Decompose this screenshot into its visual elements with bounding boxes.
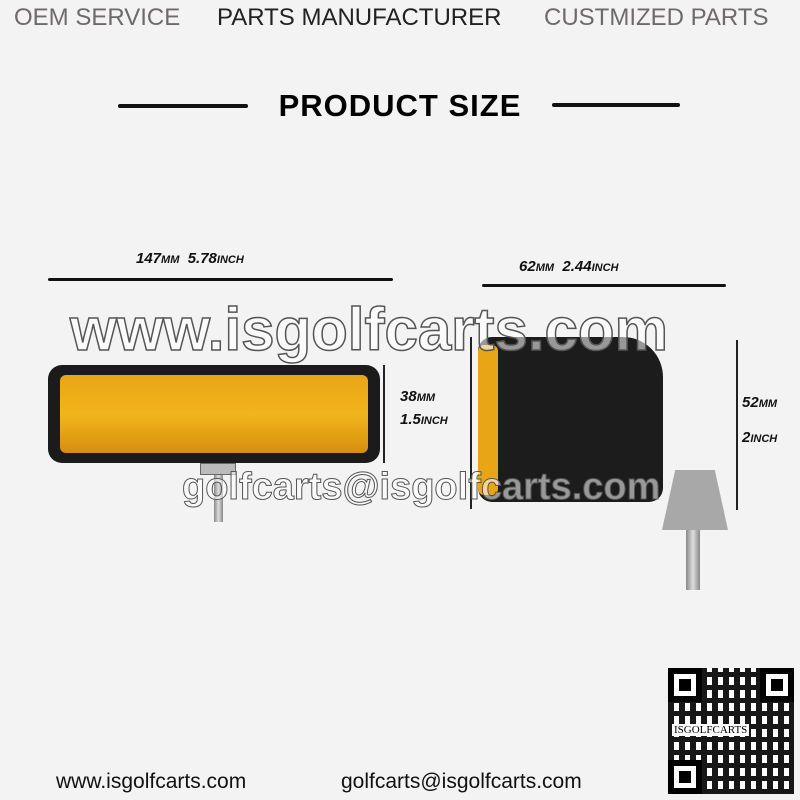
header-oem-service: OEM SERVICE [14, 4, 181, 31]
page-title: PRODUCT SIZE [278, 88, 522, 123]
amber-lens [60, 375, 368, 453]
depth-dimension-label: 62MM 2.44INCH [519, 258, 619, 275]
side-mount-bracket [662, 470, 728, 530]
footer-email: golfcarts@isgolfcarts.com [341, 770, 582, 793]
footer-website: www.isgolfcarts.com [56, 770, 247, 793]
width-dimension-label: 147MM 5.78INCH [136, 250, 244, 267]
side-mount-bolt [686, 530, 700, 590]
amber-lens-side [478, 345, 498, 495]
mount-bolt [214, 475, 223, 522]
side-height-dimension-line [736, 340, 738, 510]
light-bar-side-view [478, 337, 663, 502]
title-rule-right [552, 103, 680, 107]
qr-finder-top-left [668, 668, 702, 702]
width-dimension-line [48, 278, 393, 281]
side-left-line [470, 337, 472, 509]
watermark-email: golfcarts@isgolfcarts.com [181, 466, 661, 508]
qr-finder-bottom-left [668, 760, 702, 794]
height-dimension-line [383, 365, 385, 463]
title-rule-left [118, 104, 248, 108]
qr-finder-top-right [760, 668, 794, 702]
watermark-site: www.isgolfcarts.com [69, 296, 668, 363]
qr-label: ISGOLFCARTS [672, 724, 750, 736]
header-parts-manufacturer: PARTS MANUFACTURER [217, 4, 502, 31]
light-bar-front-view [48, 365, 380, 463]
header-customized-parts: CUSTMIZED PARTS [544, 4, 769, 31]
depth-dimension-line [482, 284, 726, 287]
mount-bracket [200, 463, 236, 475]
